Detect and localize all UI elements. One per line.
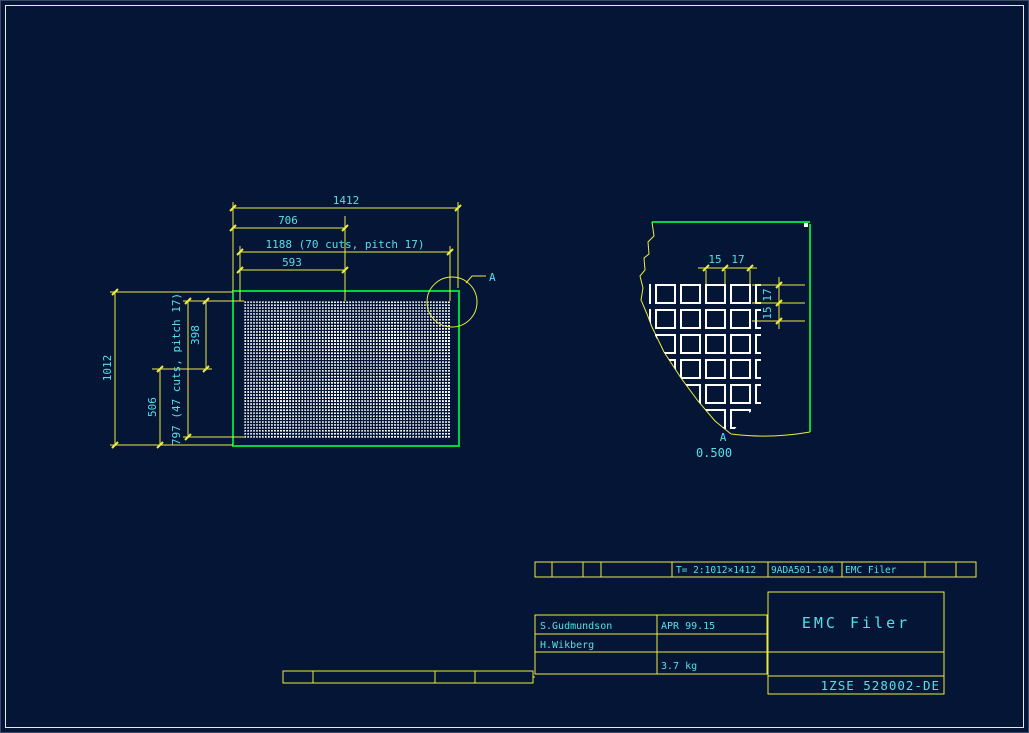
info-strip-size-note: T= 2:1012×1412: [676, 565, 756, 576]
detail-view-scale: 0.500: [696, 446, 732, 460]
sheet-frame: [5, 5, 1024, 728]
checked-by: H.Wikberg: [540, 640, 594, 651]
drawing-title: EMC Filer: [802, 614, 910, 632]
dim-height-inner: 398: [189, 325, 202, 345]
weight-value: 3.7 kg: [661, 661, 697, 672]
revision-strip-dividers: [312, 671, 535, 683]
dim-ticks: [111, 204, 462, 449]
plate-outline: [232, 290, 460, 447]
info-strip: T= 2:1012×1412 9ADA501-104 EMC Filer: [534, 561, 977, 578]
detail-cut-grid: [649, 279, 761, 434]
dim-lines-top: [233, 207, 458, 271]
detail-corner-mark: [804, 223, 808, 227]
dim-width-half: 706: [278, 214, 298, 227]
dim-width-cuts: 1188 (70 cuts, pitch 17): [266, 238, 425, 251]
detail-dim-right-ticks: [775, 281, 783, 325]
main-view: A 1412 706 1188 (70 cuts, pitch 17) 593 …: [101, 194, 496, 449]
dim-height-total: 1012: [101, 355, 114, 382]
detail-circle: [426, 276, 478, 328]
extension-lines-top: [232, 202, 459, 301]
designed-by: S.Gudmundson: [540, 621, 612, 632]
dim-width-inner: 593: [282, 256, 302, 269]
detail-marker-label: A: [489, 271, 496, 284]
info-strip-item-ref: 9ADA501-104: [771, 565, 834, 576]
mesh-moire-overlay: [244, 301, 451, 438]
detail-leader-line: [465, 275, 486, 284]
revision-strip-border: [282, 670, 534, 684]
dim-height-half: 506: [146, 397, 159, 417]
detail-dim-pitch-width: 17: [731, 253, 744, 266]
detail-dim-top-ticks: [702, 264, 754, 272]
signature-block-lines: [535, 615, 767, 674]
detail-dim-pitch-height: 17: [761, 288, 774, 301]
dim-height-cuts: 797 (47 cuts, pitch 17): [170, 293, 183, 445]
detail-dim-cut-height: 15: [761, 306, 774, 319]
title-box-lines: [768, 651, 944, 677]
title-box-border: [767, 591, 945, 695]
approved-date: APR 99.15: [661, 621, 715, 632]
detail-bottom-curve: [730, 431, 811, 437]
info-strip-dividers: [551, 562, 957, 577]
dim-lines-left: [114, 292, 207, 445]
info-strip-title: EMC Filer: [845, 565, 897, 576]
extension-lines-left: [110, 291, 244, 446]
dim-width-total: 1412: [333, 194, 360, 207]
detail-view-marker: A: [720, 431, 727, 444]
info-strip-border: [534, 561, 977, 578]
title-block: S.Gudmundson APR 99.15 H.Wikberg 3.7 kg …: [282, 591, 945, 695]
drawing-number: 1ZSE 528002-DE: [821, 678, 940, 693]
detail-dim-top: [698, 267, 757, 284]
detail-view: 15 17 17 15 A 0.500: [639, 221, 811, 460]
signature-block-border: [534, 614, 768, 675]
detail-dim-cut-width: 15: [708, 253, 721, 266]
